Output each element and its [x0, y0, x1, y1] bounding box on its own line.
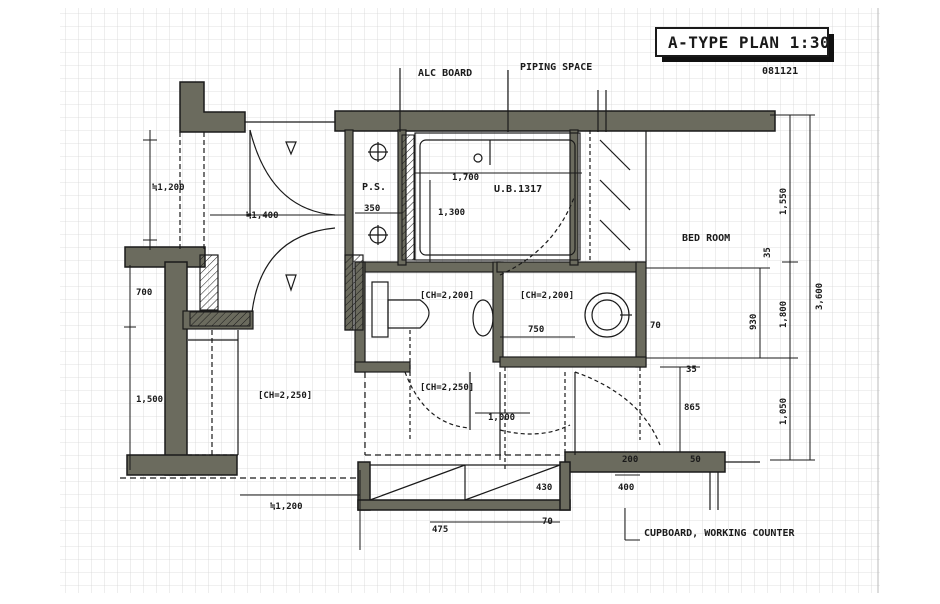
dim-865: 865	[684, 403, 700, 413]
label-ceiling-entry: [CH=2,250]	[420, 383, 474, 393]
dim-200: 200	[622, 455, 638, 465]
dim-400: 400	[618, 483, 634, 493]
hatch-column-left	[199, 254, 219, 311]
dim-430: 430	[536, 483, 552, 493]
dim-930: 930	[749, 314, 759, 330]
dim-475: 475	[432, 525, 448, 535]
dim-1400: ≒1,400	[246, 211, 279, 221]
dim-700: 700	[136, 288, 152, 298]
dim-1700: 1,700	[452, 173, 479, 183]
arrow-mark-bottom	[285, 274, 297, 292]
label-piping-space: PIPING SPACE	[520, 62, 592, 73]
dim-1050: 1,050	[779, 398, 789, 425]
dim-1300: 1,300	[438, 208, 465, 218]
label-cupboard: CUPBOARD, WORKING COUNTER	[644, 528, 795, 539]
hatch-stub	[189, 311, 251, 327]
plan-date: 081121	[762, 66, 798, 77]
dim-50: 50	[690, 455, 701, 465]
label-ceiling-wash: [CH=2,200]	[520, 291, 574, 301]
label-ceiling-hall: [CH=2,250]	[258, 391, 312, 401]
dimension-lines	[124, 114, 815, 550]
dim-750: 750	[528, 325, 544, 335]
label-ps: P.S.	[362, 182, 386, 193]
dim-1200-top: ≒1,200	[152, 183, 185, 193]
linework	[120, 68, 760, 510]
dim-70-bottom: 70	[542, 517, 553, 527]
title-block	[655, 27, 834, 62]
dim-3600: 3,600	[815, 283, 825, 310]
dim-350: 350	[364, 204, 380, 214]
label-unit-bath: U.B.1317	[494, 184, 542, 195]
dim-1800: 1,800	[779, 301, 789, 328]
dim-1200-bottom: ≒1,200	[270, 502, 303, 512]
label-alc-board: ALC BOARD	[418, 68, 472, 79]
walls	[124, 81, 776, 511]
dim-1500: 1,500	[136, 395, 163, 405]
label-bed-room: BED ROOM	[682, 233, 730, 244]
dim-1550: 1,550	[779, 188, 789, 215]
arrow-mark-top	[285, 141, 297, 156]
dim-1000: 1,000	[488, 413, 515, 423]
dim-35-top: 35	[763, 247, 773, 258]
hatch-alc-board	[401, 134, 415, 261]
label-ceiling-toilet: [CH=2,200]	[420, 291, 474, 301]
plan-title: A-TYPE PLAN 1:30	[668, 33, 830, 52]
dim-70-right: 70	[650, 321, 661, 331]
dim-35-bottom: 35	[686, 365, 697, 375]
hatch-column-wc	[344, 254, 364, 331]
